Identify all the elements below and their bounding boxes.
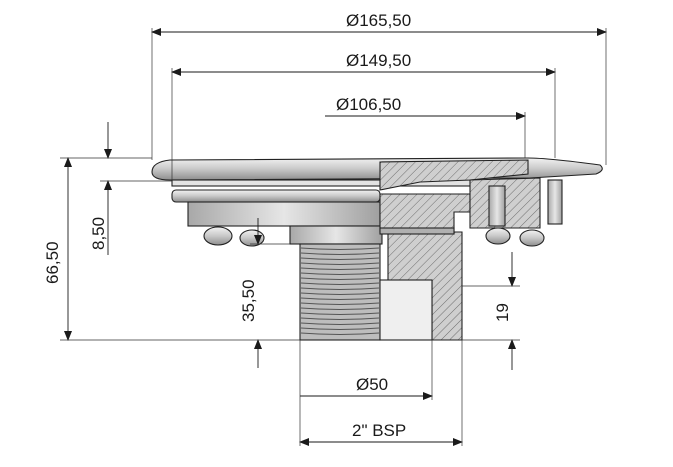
thread-ridge	[300, 267, 380, 270]
thread-ridge	[300, 262, 380, 265]
bolt-head	[203, 226, 233, 246]
body-left	[187, 201, 381, 227]
thread-ridge	[300, 312, 380, 315]
flange	[171, 189, 381, 203]
dim-outer-diameter: Ø165,50	[346, 11, 411, 30]
gasket	[379, 227, 455, 235]
thread-ridge	[300, 317, 380, 320]
dim-thread-spec: 2" BSP	[352, 421, 406, 440]
dimension-lines	[60, 28, 607, 446]
screw	[547, 179, 563, 225]
thread-ridge	[300, 252, 380, 255]
drain-fitting	[151, 157, 603, 341]
dim-bore-diameter: Ø50	[356, 375, 388, 394]
thread-lines	[300, 247, 380, 335]
bore	[379, 279, 433, 341]
thread-ridge	[300, 302, 380, 305]
thread-ridge	[300, 327, 380, 330]
bolt-head	[485, 227, 511, 245]
thread-ridge	[300, 287, 380, 290]
dim-mid-diameter: Ø149,50	[346, 51, 411, 70]
dim-flange-height: 8,50	[89, 217, 108, 250]
thread-ridge	[300, 332, 380, 335]
thread-ridge	[300, 307, 380, 310]
thread-ridge	[300, 277, 380, 280]
bolt-head	[519, 229, 545, 247]
thread-ridge	[300, 297, 380, 300]
thread-ridge	[300, 272, 380, 275]
screw	[488, 185, 506, 227]
dim-thread-height: 35,50	[239, 279, 258, 322]
cover-plate	[151, 157, 603, 181]
bolt-head	[239, 229, 265, 247]
thread-ridge	[300, 257, 380, 260]
collar	[289, 225, 383, 245]
thread-ridge	[300, 247, 380, 250]
dim-inner-diameter: Ø106,50	[336, 95, 401, 114]
dim-total-height: 66,50	[43, 241, 62, 284]
dim-bore-height: 19	[493, 303, 512, 322]
thread-ridge	[300, 292, 380, 295]
thread-ridge	[300, 282, 380, 285]
thread-ridge	[300, 322, 380, 325]
